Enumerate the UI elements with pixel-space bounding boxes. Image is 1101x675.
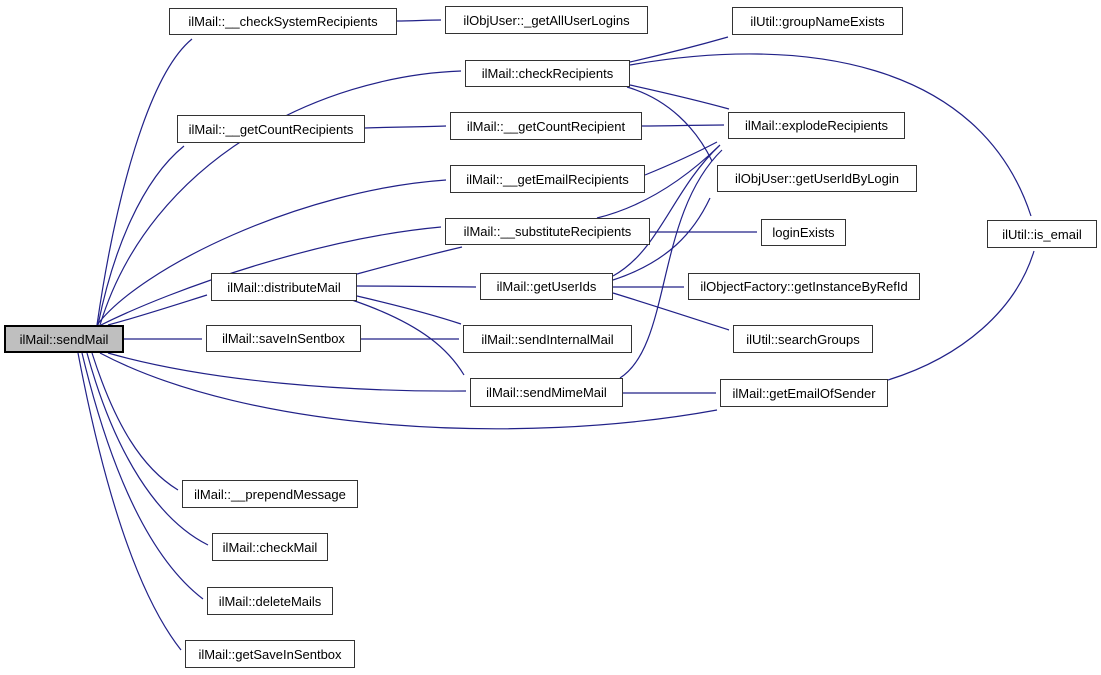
node-checkRecipients[interactable]: ilMail::checkRecipients [465,60,630,87]
edge-distributeMail-substituteRecipients [356,246,463,275]
node-sendMail: ilMail::sendMail [4,325,124,353]
edge-distributeMail-sendInternalMail [356,295,462,325]
edge-checkSystemRecipients-getAllUserLogins [396,19,442,22]
edge-checkRecipients-explodeRecipients [629,84,730,110]
node-isEmail[interactable]: ilUtil::is_email [987,220,1097,248]
node-saveInSentbox[interactable]: ilMail::saveInSentbox [206,325,361,352]
edge-sendMail-checkSystemRecipients [96,38,193,326]
edge-sendMail-distributeMail [107,294,208,326]
node-getInstanceByRefId[interactable]: ilObjectFactory::getInstanceByRefId [688,273,920,300]
node-getCountRecipient[interactable]: ilMail::__getCountRecipient [450,112,642,140]
edge-sendMail-substituteRecipients [100,226,442,326]
node-distributeMail[interactable]: ilMail::distributeMail [211,273,357,301]
edge-sendMail-sendMimeMail [107,352,467,392]
edge-getUserIds-getUserIdByLogin [612,197,711,281]
node-getEmailOfSender[interactable]: ilMail::getEmailOfSender [720,379,888,407]
node-getSaveInSentbox[interactable]: ilMail::getSaveInSentbox [185,640,355,668]
edge-checkRecipients-groupNameExists [629,36,729,63]
node-getCountRecipients[interactable]: ilMail::__getCountRecipients [177,115,365,143]
edge-sendMail-checkMail [86,352,209,546]
node-checkMail[interactable]: ilMail::checkMail [212,533,328,561]
edge-sendMail-getEmailRecipients [96,179,447,326]
edge-sendMail-getEmailOfSender [99,352,718,430]
node-prependMessage[interactable]: ilMail::__prependMessage [182,480,358,508]
edge-checkRecipients-getUserIdByLogin [626,86,713,162]
node-searchGroups[interactable]: ilUtil::searchGroups [733,325,873,353]
node-getAllUserLogins[interactable]: ilObjUser::_getAllUserLogins [445,6,648,34]
node-getEmailRecipients[interactable]: ilMail::__getEmailRecipients [450,165,645,193]
node-substituteRecipients[interactable]: ilMail::__substituteRecipients [445,218,650,245]
edge-substituteRecipients-explodeRecipients [596,145,720,219]
node-sendMimeMail[interactable]: ilMail::sendMimeMail [470,378,623,407]
edge-sendMail-deleteMails [81,352,204,600]
node-getUserIdByLogin[interactable]: ilObjUser::getUserIdByLogin [717,165,917,192]
edge-getUserIds-searchGroups [612,292,730,331]
edge-sendMimeMail-explodeRecipients [619,149,723,379]
node-getUserIds[interactable]: ilMail::getUserIds [480,273,613,300]
edge-getCountRecipient-explodeRecipients [641,124,725,127]
node-explodeRecipients[interactable]: ilMail::explodeRecipients [728,112,905,139]
edge-getUserIds-explodeRecipients [612,144,721,277]
node-groupNameExists[interactable]: ilUtil::groupNameExists [732,7,903,35]
edge-checkRecipients-isEmail [629,53,1032,217]
edge-getCountRecipients-getCountRecipient [364,125,447,129]
node-deleteMails[interactable]: ilMail::deleteMails [207,587,333,615]
node-loginExists[interactable]: loginExists [761,219,846,246]
edge-sendMail-getCountRecipients [97,145,185,326]
node-checkSystemRecipients[interactable]: ilMail::__checkSystemRecipients [169,8,397,35]
edge-getEmailRecipients-explodeRecipients [644,141,718,176]
edge-distributeMail-sendMimeMail [351,299,465,376]
edge-distributeMail-getUserIds [356,285,477,288]
edge-sendMail-getSaveInSentbox [77,352,182,651]
edge-sendMail-prependMessage [91,352,179,491]
node-sendInternalMail[interactable]: ilMail::sendInternalMail [463,325,632,353]
edge-getEmailOfSender-isEmail [887,250,1035,381]
